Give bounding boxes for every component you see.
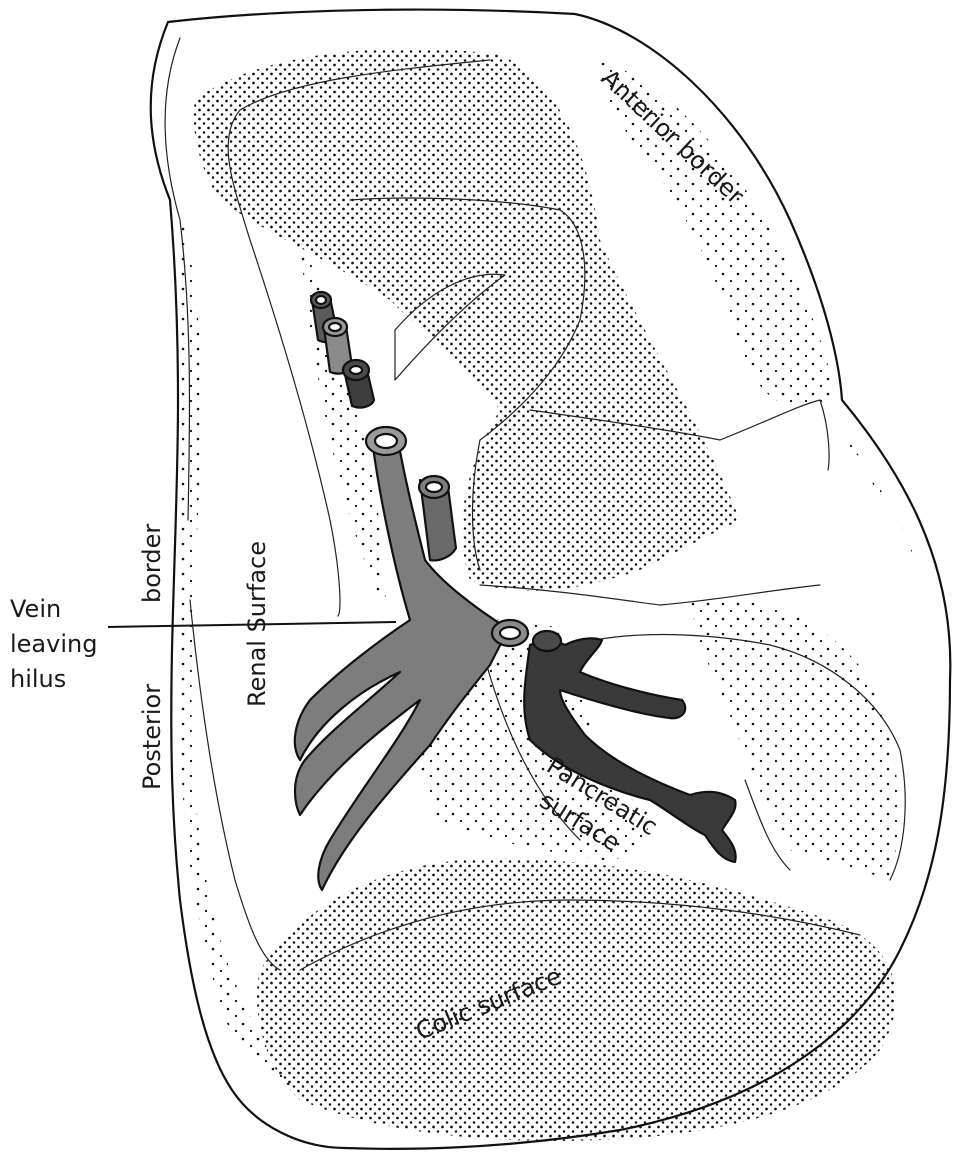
label-vein-line3: hilus — [10, 665, 66, 693]
label-vein-line2: leaving — [10, 630, 97, 658]
label-posterior: Posterior — [138, 684, 166, 790]
label-border: border — [138, 524, 166, 603]
label-vein-line1: Vein — [10, 595, 61, 623]
hilus-vein-cut — [492, 620, 528, 646]
label-renal-surface: Renal Surface — [243, 541, 271, 707]
